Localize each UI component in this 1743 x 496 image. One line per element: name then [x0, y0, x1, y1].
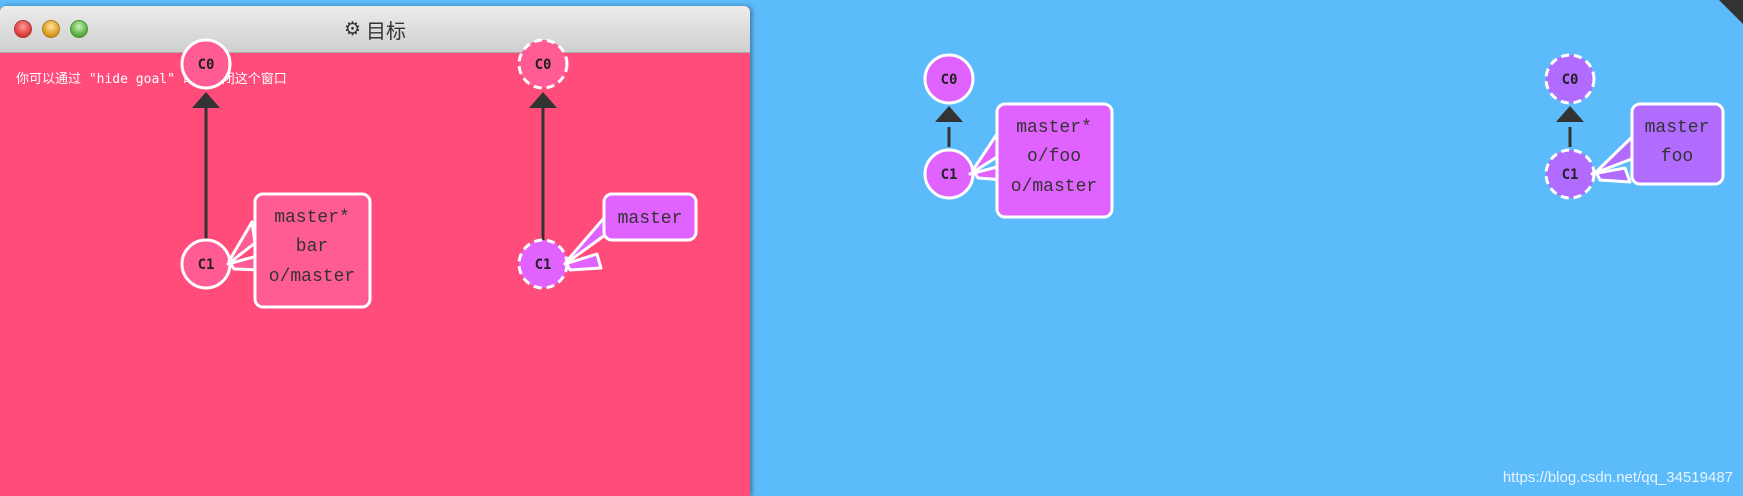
goal-origin-edge-arrowhead [529, 92, 557, 108]
close-window-button[interactable] [14, 20, 32, 38]
origin-commit-c0-label: C0 [1562, 72, 1579, 88]
goal-local-branch-bar: bar [296, 237, 328, 257]
gear-icon: ⚙ [343, 18, 362, 40]
goal-origin-commit-c0-label: C0 [535, 57, 552, 73]
origin-branch-arrow [1590, 134, 1639, 184]
goal-origin-branch-label-box[interactable] [602, 192, 698, 242]
goal-local-commit-c0-label: C0 [198, 57, 215, 73]
origin-branch-label-box[interactable] [1630, 102, 1725, 186]
goal-title-wrap: ⚙ 目标 [0, 6, 750, 52]
minimize-window-button[interactable] [42, 20, 60, 38]
goal-local-branch-label-box[interactable] [253, 192, 372, 309]
watermark: https://blog.csdn.net/qq_34519487 [1502, 469, 1733, 486]
goal-origin-branch-master: master [618, 209, 683, 229]
goal-window-title: 目标 [366, 20, 407, 43]
local-commit-c1-label: C1 [941, 167, 958, 183]
local-commit-c0[interactable] [923, 53, 975, 105]
maximize-window-button[interactable] [70, 20, 88, 38]
local-branch-master: master* [1016, 118, 1092, 138]
goal-origin-commit-c0[interactable] [517, 38, 569, 90]
local-branch-o-master: o/master [1011, 177, 1097, 197]
local-edge-arrowhead [935, 106, 963, 122]
origin-branch-foo: foo [1661, 147, 1693, 167]
goal-local-branch-o-master: o/master [269, 267, 355, 287]
local-commit-c0-label: C0 [941, 72, 958, 88]
origin-branch-master: master [1645, 118, 1710, 138]
goal-window[interactable]: ⚙ 目标 你可以通过 "hide goal" 命令关闭这个窗口 C0 C1 ma… [0, 6, 750, 496]
goal-origin-commit-c1-label: C1 [535, 257, 552, 273]
goal-graph: C0 C1 master* bar o/master C0 C1 master [180, 38, 698, 309]
goal-local-edge-arrowhead [192, 92, 220, 108]
goal-titlebar[interactable]: ⚙ 目标 [0, 6, 750, 53]
origin-commit-c0[interactable] [1544, 53, 1596, 105]
goal-local-branch-master: master* [274, 208, 350, 228]
local-branch-o-foo: o/foo [1027, 147, 1081, 167]
local-branch-label-box[interactable] [995, 102, 1114, 219]
origin-edge-arrowhead [1556, 106, 1584, 122]
corner-ribbon [1719, 0, 1743, 24]
goal-local-commit-c0[interactable] [180, 38, 232, 90]
origin-commit-c1-label: C1 [1562, 167, 1579, 183]
goal-local-commit-c1-label: C1 [198, 257, 215, 273]
